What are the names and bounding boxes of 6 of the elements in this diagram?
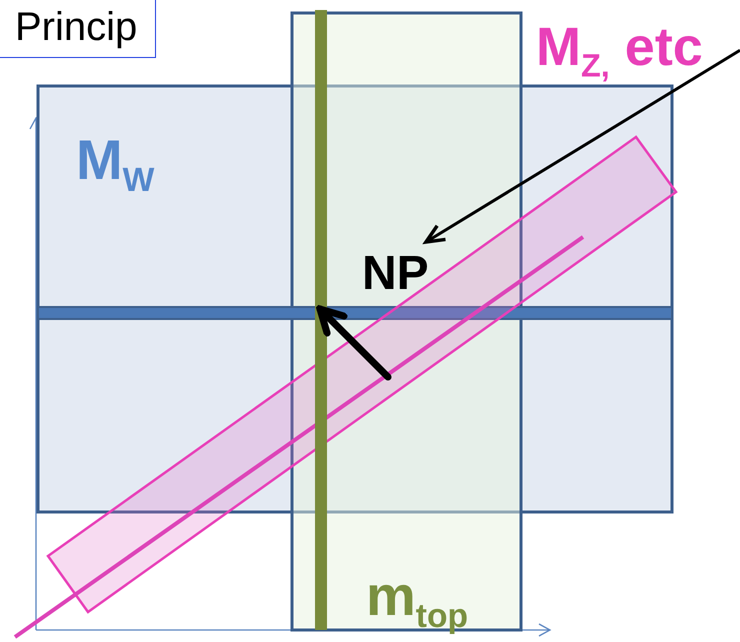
axis-label: m$_{top}$: [366, 563, 470, 632]
text-label: M$_{Z,}$ etc: [536, 14, 740, 80]
arrow: [424, 49, 740, 244]
axis-label: M$_{W}$: [76, 127, 156, 196]
title: Princip: [0, 0, 156, 58]
text-label: NP: [362, 246, 444, 302]
